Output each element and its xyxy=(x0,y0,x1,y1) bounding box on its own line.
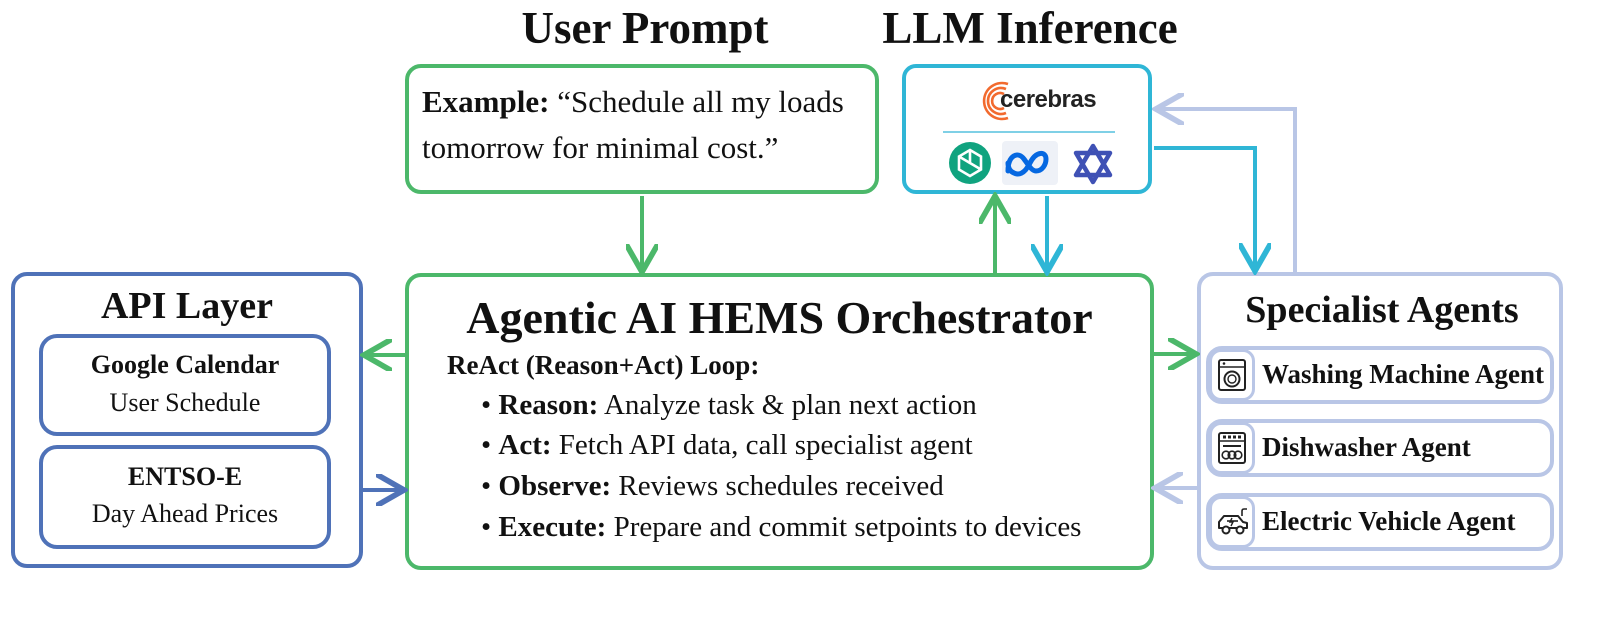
step-text: Analyze task & plan next action xyxy=(603,389,977,421)
specialist-agents-title: Specialist Agents xyxy=(1245,289,1519,331)
meta-icon xyxy=(1005,151,1049,177)
api-item-desc: User Schedule xyxy=(109,388,261,417)
step-text: Prepare and commit setpoints to devices xyxy=(613,511,1082,543)
api-item-name: Google Calendar xyxy=(90,350,280,379)
step-text: Reviews schedules received xyxy=(618,470,944,502)
electric-vehicle-icon xyxy=(1218,508,1248,535)
example-label: Example: xyxy=(422,84,550,119)
step-reason: • Reason: Analyze task & plan next actio… xyxy=(481,389,977,421)
api-layer-title: API Layer xyxy=(100,285,274,327)
step-label: Observe: xyxy=(498,470,612,502)
step-execute: • Execute: Prepare and commit setpoints … xyxy=(481,511,1082,543)
arrow-specialists-to-llm xyxy=(1160,109,1297,272)
qwen-icon xyxy=(1073,143,1113,185)
cerebras-logo: cerebras xyxy=(978,76,1097,126)
agent-dishwasher: Dishwasher Agent xyxy=(1206,419,1554,477)
agent-icon-tile xyxy=(1209,422,1255,474)
dishwasher-icon xyxy=(1218,432,1246,464)
agent-label: Dishwasher Agent xyxy=(1262,432,1471,462)
api-item-desc: Day Ahead Prices xyxy=(91,499,279,528)
step-label: Act: xyxy=(498,429,552,461)
user-prompt-title: User Prompt xyxy=(521,3,769,53)
llm-inference-box: cerebras xyxy=(902,64,1152,194)
user-prompt-box: Example: “Schedule all my loads tomorrow… xyxy=(405,64,879,194)
agent-icon-tile xyxy=(1209,496,1255,548)
agent-icon-tile xyxy=(1209,349,1255,401)
agent-electric-vehicle: Electric Vehicle Agent xyxy=(1206,493,1554,551)
user-prompt-line1: Example: “Schedule all my loads xyxy=(422,84,844,120)
agent-label: Electric Vehicle Agent xyxy=(1262,506,1516,536)
orchestrator-box: Agentic AI HEMS Orchestrator ReAct (Reas… xyxy=(405,273,1154,570)
example-text-line1: “Schedule all my loads xyxy=(557,84,844,119)
step-text: Fetch API data, call specialist agent xyxy=(558,429,973,461)
washing-machine-icon xyxy=(1218,359,1246,391)
arrow-llm-to-specialists xyxy=(1154,146,1255,267)
step-label: Execute: xyxy=(498,511,607,543)
step-act: • Act: Fetch API data, call specialist a… xyxy=(481,429,973,461)
agent-washing-machine: Washing Machine Agent xyxy=(1206,346,1554,404)
api-item-entso-e: ENTSO-E Day Ahead Prices xyxy=(39,445,331,549)
llm-divider xyxy=(943,131,1115,133)
orchestrator-title: Agentic AI HEMS Orchestrator xyxy=(466,292,1093,343)
cerebras-wordmark: cerebras xyxy=(1000,86,1097,113)
react-loop-heading: ReAct (Reason+Act) Loop: xyxy=(447,350,760,380)
example-text-line2: tomorrow for minimal cost.” xyxy=(422,130,779,165)
step-label: Reason: xyxy=(498,389,599,421)
llm-inference-title: LLM Inference xyxy=(882,3,1178,53)
cerebras-icon xyxy=(982,81,1009,121)
openai-icon xyxy=(949,142,991,184)
step-observe: • Observe: Reviews schedules received xyxy=(481,470,944,502)
api-item-name: ENTSO-E xyxy=(127,462,243,491)
meta-icon-tile xyxy=(1002,141,1058,185)
agent-label: Washing Machine Agent xyxy=(1262,359,1545,389)
api-item-google-calendar: Google Calendar User Schedule xyxy=(39,334,331,436)
